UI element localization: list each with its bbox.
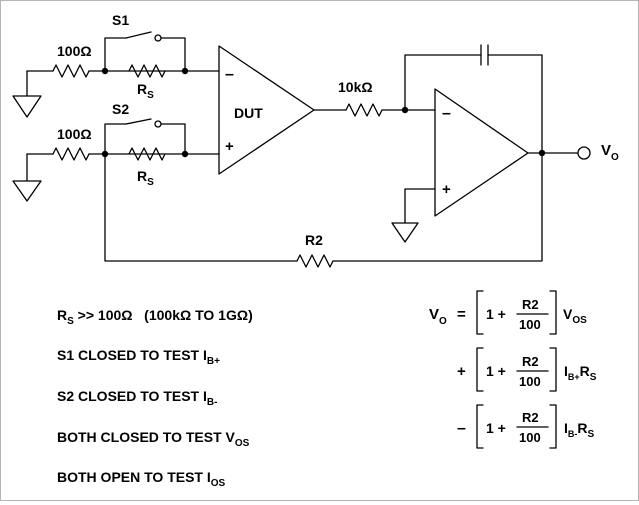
dut-opamp bbox=[218, 45, 315, 175]
note-rs-range: RS >> 100Ω (100kΩ TO 1GΩ) bbox=[57, 307, 253, 327]
eq-frac-num-1: R2 bbox=[522, 297, 539, 312]
resistor-10k bbox=[313, 103, 436, 117]
resistor-100-bottom bbox=[26, 147, 220, 161]
eq-equals: = bbox=[457, 306, 466, 323]
integrator-opamp bbox=[434, 88, 529, 217]
ground-top-left bbox=[12, 70, 42, 118]
label-res-top: 100Ω bbox=[57, 43, 92, 59]
dut-plus-sign: + bbox=[225, 138, 234, 155]
note-s2: S2 CLOSED TO TEST IB- bbox=[57, 388, 218, 408]
resistor-r2 bbox=[104, 152, 543, 268]
eq-op3: – bbox=[457, 420, 466, 437]
integrator-minus-sign: – bbox=[442, 105, 451, 122]
junction-dots bbox=[101, 67, 546, 158]
eq-lhs: VO bbox=[429, 306, 447, 327]
eq-term2: IB+RS bbox=[564, 363, 597, 383]
resistor-rs-top bbox=[128, 64, 166, 78]
bracket-1 bbox=[476, 290, 557, 335]
switch-s2-contact bbox=[154, 120, 162, 128]
eq-frac-den-1: 100 bbox=[519, 317, 541, 332]
switch-s2 bbox=[104, 118, 186, 155]
note-both-closed: BOTH CLOSED TO TEST VOS bbox=[57, 429, 250, 449]
eq-term1: VOS bbox=[563, 306, 587, 326]
bracket-2 bbox=[476, 347, 557, 392]
resistor-100-top bbox=[26, 64, 220, 78]
eq-frac-den-2: 100 bbox=[519, 374, 541, 389]
label-dut: DUT bbox=[234, 105, 263, 121]
ground-bottom-left bbox=[12, 153, 42, 202]
eq-term3: IB-RS bbox=[564, 420, 595, 440]
label-rs-top: RS bbox=[137, 81, 154, 101]
resistor-rs-bottom bbox=[128, 147, 166, 161]
eq-frac-num-3: R2 bbox=[522, 410, 539, 425]
eq-frac-num-2: R2 bbox=[522, 354, 539, 369]
switch-s1 bbox=[104, 31, 186, 72]
ground-integrator bbox=[391, 188, 436, 243]
label-s2: S2 bbox=[112, 101, 129, 117]
integrator-plus-sign: + bbox=[442, 181, 451, 198]
switch-s1-contact bbox=[154, 34, 162, 42]
output-terminal bbox=[577, 146, 591, 160]
eq-one-plus-1: 1 + bbox=[486, 306, 506, 322]
eq-one-plus-3: 1 + bbox=[486, 420, 506, 436]
eq-frac-den-3: 100 bbox=[519, 430, 541, 445]
label-vo: VO bbox=[601, 142, 619, 163]
note-both-open: BOTH OPEN TO TEST IOS bbox=[57, 469, 226, 489]
eq-one-plus-2: 1 + bbox=[486, 363, 506, 379]
dut-minus-sign: – bbox=[225, 66, 234, 83]
label-res-bottom: 100Ω bbox=[57, 126, 92, 142]
feedback-capacitor bbox=[404, 44, 543, 154]
label-res-mid: 10kΩ bbox=[338, 79, 373, 95]
eq-op2: + bbox=[457, 363, 466, 380]
label-r2: R2 bbox=[305, 232, 323, 248]
label-s1: S1 bbox=[112, 12, 129, 28]
bracket-3 bbox=[476, 404, 557, 449]
label-rs-bottom: RS bbox=[137, 168, 154, 188]
note-s1: S1 CLOSED TO TEST IB+ bbox=[57, 347, 220, 367]
